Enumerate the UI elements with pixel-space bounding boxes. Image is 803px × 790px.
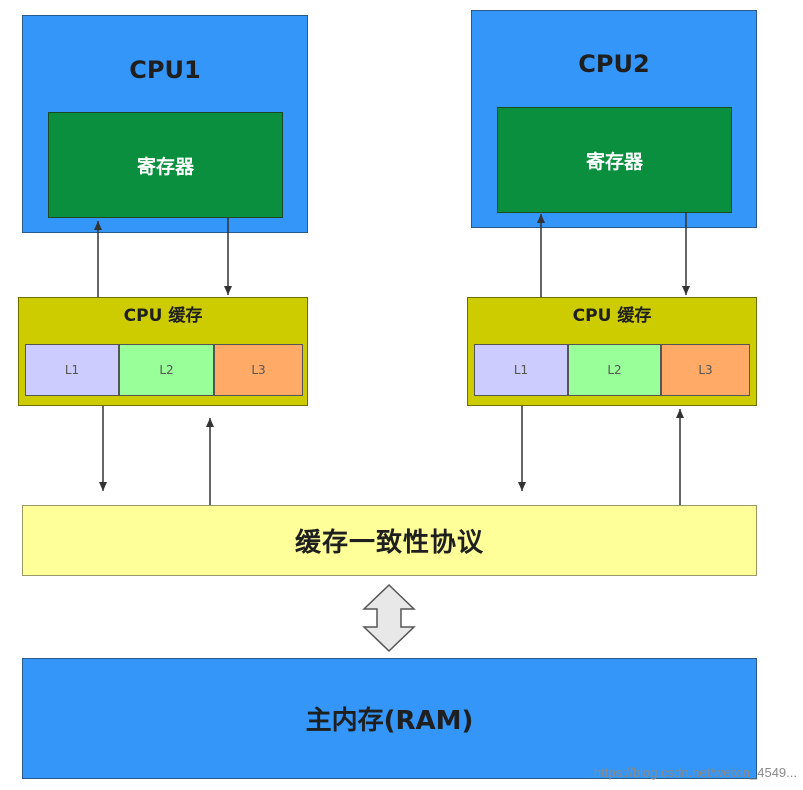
cpu2-register: 寄存器 (497, 107, 732, 213)
cpu2-cache-box: CPU 缓存 L1 L2 L3 (467, 297, 757, 406)
cpu1-cache-l2: L2 (119, 344, 214, 396)
cpu2-box: CPU2 寄存器 (471, 10, 757, 228)
cpu2-cache-l1: L1 (474, 344, 568, 396)
cpu1-cache-l3: L3 (214, 344, 303, 396)
cpu1-box: CPU1 寄存器 (22, 15, 308, 233)
cpu1-title: CPU1 (129, 56, 201, 84)
cpu2-title: CPU2 (578, 50, 650, 78)
watermark-text: https://blog.csdn.net/weixin_4549... (593, 765, 797, 780)
cpu1-cache-l1: L1 (25, 344, 119, 396)
cpu2-cache-title: CPU 缓存 (572, 306, 652, 326)
coherence-ram-double-arrow (362, 583, 416, 653)
cpu1-cache-title: CPU 缓存 (123, 306, 203, 326)
cpu1-cache-box: CPU 缓存 L1 L2 L3 (18, 297, 308, 406)
main-memory-box: 主内存(RAM) (22, 658, 757, 779)
cpu2-cache-l3: L3 (661, 344, 750, 396)
cache-coherence-protocol-box: 缓存一致性协议 (22, 505, 757, 576)
cpu1-register: 寄存器 (48, 112, 283, 218)
cpu2-cache-l2: L2 (568, 344, 661, 396)
